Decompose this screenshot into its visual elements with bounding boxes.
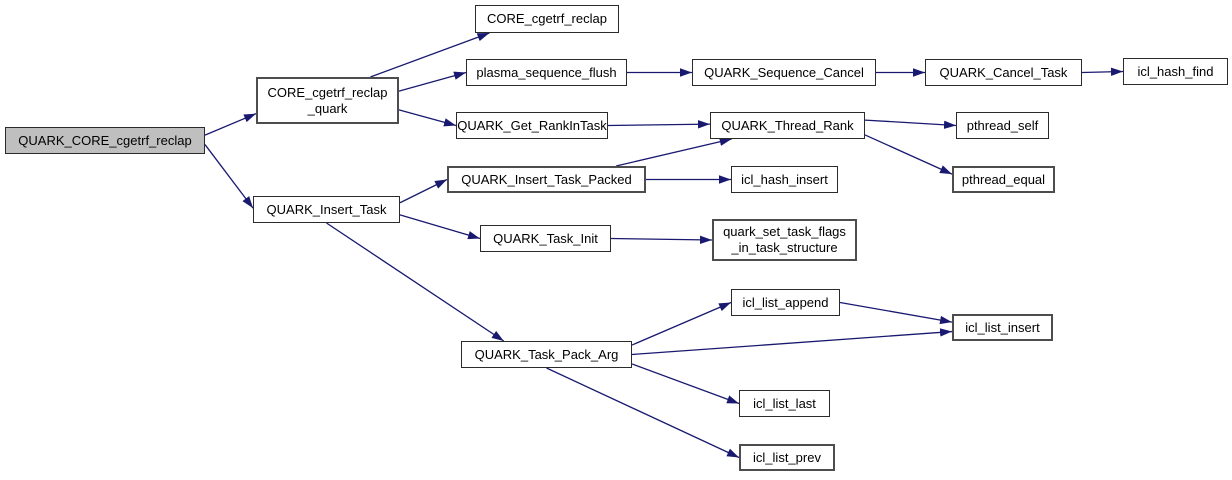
node-label: pthread_equal — [961, 171, 1046, 187]
node-label: QUARK_Task_Init — [493, 230, 598, 246]
node-icl-list-last[interactable]: icl_list_last — [739, 390, 830, 417]
node-quark-task-init[interactable]: QUARK_Task_Init — [480, 225, 611, 252]
node-core-cgetrf-reclap-quark[interactable]: CORE_cgetrf_reclap _quark — [256, 77, 399, 124]
call-edge-packed-to-thread_rank — [616, 137, 732, 167]
call-edge-quark-to-core_reclap — [370, 32, 490, 78]
call-edge-insert_task-to-task_init — [399, 214, 481, 240]
node-label: plasma_sequence_flush — [476, 64, 617, 80]
node-label: _in_task_structure — [731, 240, 838, 255]
node-quark-cancel-task[interactable]: QUARK_Cancel_Task — [925, 59, 1082, 86]
node-pthread-equal[interactable]: pthread_equal — [952, 166, 1055, 193]
node-icl-hash-find[interactable]: icl_hash_find — [1123, 58, 1228, 85]
call-edge-pack_arg-to-list_last — [631, 363, 740, 405]
node-icl-list-insert[interactable]: icl_list_insert — [952, 314, 1053, 341]
node-quark-core-cgetrf-reclap: QUARK_CORE_cgetrf_reclap — [5, 127, 205, 154]
node-quark-task-pack-arg[interactable]: QUARK_Task_Pack_Arg — [461, 341, 632, 368]
node-icl-list-prev[interactable]: icl_list_prev — [739, 444, 835, 471]
call-edge-pack_arg-to-list_append — [631, 301, 732, 346]
call-edge-pack_arg-to-list_insert — [631, 328, 953, 356]
node-label: _quark — [307, 100, 348, 116]
call-edge-pack_arg-to-list_prev — [546, 367, 740, 459]
node-label: pthread_self — [966, 117, 1039, 133]
call-edge-get_rank-to-thread_rank — [607, 120, 711, 129]
call-edge-quark-to-plasma_flush — [398, 71, 467, 92]
node-label: QUARK_Insert_Task_Packed — [461, 171, 632, 187]
call-edge-task_init-to-set_flags — [610, 235, 713, 245]
node-label: QUARK_Cancel_Task — [939, 64, 1068, 80]
node-label: CORE_cgetrf_reclap — [267, 84, 388, 100]
node-quark-insert-task[interactable]: QUARK_Insert_Task — [253, 196, 400, 223]
node-label: icl_list_last — [753, 395, 816, 411]
node-core-cgetrf-reclap[interactable]: CORE_cgetrf_reclap — [475, 5, 619, 33]
node-quark-sequence-cancel[interactable]: QUARK_Sequence_Cancel — [692, 59, 876, 86]
node-plasma-sequence-flush[interactable]: plasma_sequence_flush — [466, 59, 627, 86]
node-label: icl_hash_insert — [741, 171, 828, 187]
node-icl-hash-insert[interactable]: icl_hash_insert — [731, 166, 838, 193]
call-edge-root-to-insert_task — [204, 144, 254, 209]
node-label: icl_list_prev — [753, 449, 821, 465]
node-label: icl_hash_find — [1137, 63, 1214, 79]
node-label: icl_list_append — [742, 294, 829, 310]
node-quark-insert-task-packed[interactable]: QUARK_Insert_Task_Packed — [447, 166, 646, 193]
call-edge-cancel_task-to-hash_find — [1081, 67, 1124, 76]
call-edge-insert_task-to-packed — [399, 178, 448, 204]
node-icl-list-append[interactable]: icl_list_append — [731, 289, 840, 316]
call-edge-list_append-to-list_insert — [839, 301, 953, 325]
node-label: QUARK_Task_Pack_Arg — [474, 346, 619, 362]
node-label: icl_list_insert — [965, 319, 1040, 335]
call-edge-root-to-quark — [204, 113, 257, 136]
node-quark-set-task-flags-in-task-structure[interactable]: quark_set_task_flags _in_task_structure — [712, 219, 857, 261]
node-quark-thread-rank[interactable]: QUARK_Thread_Rank — [710, 112, 865, 139]
node-label: quark_set_task_flags — [723, 224, 846, 240]
node-pthread-self[interactable]: pthread_self — [956, 112, 1049, 139]
node-label: QUARK_Insert_Task — [266, 201, 387, 217]
node-quark-get-rankintask[interactable]: QUARK_Get_RankInTask — [456, 112, 608, 139]
call-edge-thread_rank-to-pthread_self — [864, 119, 957, 129]
call-edge-quark-to-get_rank — [398, 109, 457, 127]
node-label: QUARK_Get_RankInTask — [457, 117, 607, 133]
node-label: QUARK_Thread_Rank — [721, 117, 854, 133]
node-label: QUARK_Sequence_Cancel — [704, 64, 864, 80]
call-edge-thread_rank-to-pthread_equal — [864, 134, 953, 175]
node-label: CORE_cgetrf_reclap — [487, 11, 607, 27]
node-label: QUARK_CORE_cgetrf_reclap — [18, 132, 192, 148]
call-edge-insert_task-to-pack_arg — [326, 222, 505, 342]
